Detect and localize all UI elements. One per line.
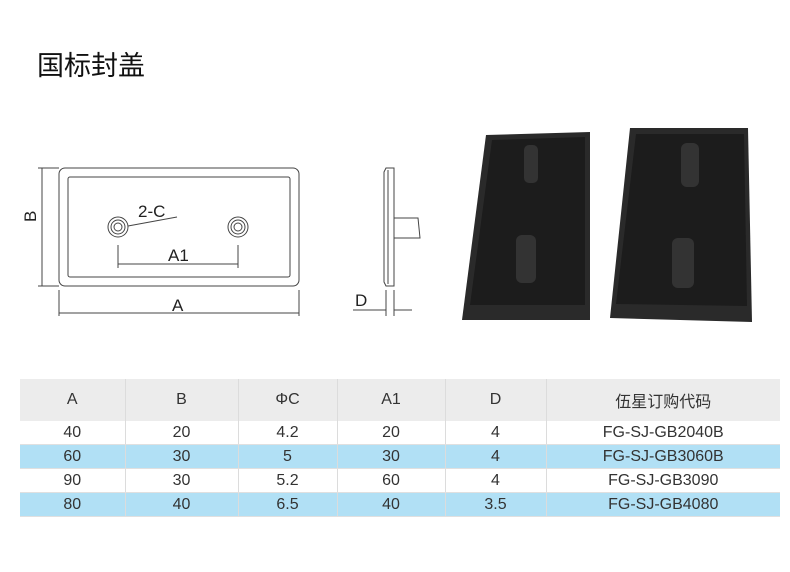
page-title: 国标封盖 <box>37 51 145 82</box>
cell: 30 <box>125 468 239 493</box>
header-c: ΦC <box>238 379 338 421</box>
cell: 4 <box>445 468 547 493</box>
product-photo-left <box>462 132 590 320</box>
cap-inner-outline <box>67 176 291 278</box>
cell: 4 <box>445 444 547 469</box>
label-a1: A1 <box>168 246 189 265</box>
cell: 90 <box>20 468 126 493</box>
header-b: B <box>125 379 239 421</box>
cell: FG-SJ-GB4080 <box>546 492 780 517</box>
technical-drawing: 2-C A1 A B D <box>21 128 752 322</box>
cell: FG-SJ-GB3060B <box>546 444 780 469</box>
cell: 40 <box>125 492 239 517</box>
label-2c: 2-C <box>138 202 165 221</box>
cell: 60 <box>20 444 126 469</box>
cell: FG-SJ-GB3090 <box>546 468 780 493</box>
cell: 40 <box>337 492 446 517</box>
cap-outline <box>58 167 300 287</box>
label-a: A <box>172 296 184 315</box>
label-d: D <box>355 291 367 310</box>
cell: 3.5 <box>445 492 547 517</box>
cell: 80 <box>20 492 126 517</box>
cell: 6.5 <box>238 492 338 517</box>
header-d: D <box>445 379 547 421</box>
product-photo-right <box>610 128 752 322</box>
side-view <box>383 167 395 287</box>
cell: 40 <box>20 421 126 445</box>
table-header-row: A B ΦC A1 D 伍星订购代码 <box>20 379 780 421</box>
cell: 4.2 <box>238 421 338 445</box>
cell: 5 <box>238 444 338 469</box>
header-a1: A1 <box>337 379 446 421</box>
cell: 20 <box>125 421 239 445</box>
label-b: B <box>21 211 40 222</box>
cell: 4 <box>445 421 547 445</box>
cell: 20 <box>337 421 446 445</box>
header-order-code: 伍星订购代码 <box>546 379 780 421</box>
cell: FG-SJ-GB2040B <box>546 421 780 445</box>
cell: 30 <box>125 444 239 469</box>
cell: 5.2 <box>238 468 338 493</box>
cell: 30 <box>337 444 446 469</box>
cell: 60 <box>337 468 446 493</box>
header-a: A <box>20 379 126 421</box>
